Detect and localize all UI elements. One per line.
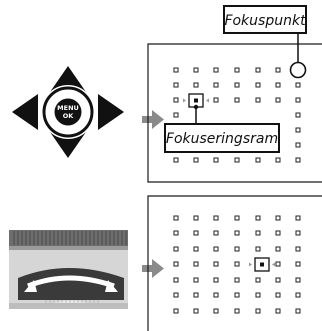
focus-point-dot	[173, 261, 179, 267]
focus-point-dot	[173, 230, 179, 236]
focus-point-dot	[213, 157, 219, 163]
focus-point-dot	[193, 308, 199, 314]
focus-point-dot	[173, 277, 179, 283]
focus-point-dot	[213, 67, 219, 73]
focus-point-dot	[255, 308, 261, 314]
focus-point-dot	[234, 308, 240, 314]
focus-point-dot	[173, 112, 179, 118]
viewfinder-frame-bottom	[147, 195, 322, 331]
focus-point-dot	[295, 82, 301, 88]
focus-frame-point	[194, 98, 198, 103]
focus-point-dot	[295, 112, 301, 118]
focus-point-dot	[275, 215, 281, 221]
focus-point-dot	[213, 82, 219, 88]
focus-frame-callout-box	[164, 123, 280, 153]
frame-move-left-icon	[183, 98, 186, 103]
focus-point-dot	[255, 246, 261, 252]
menu-label: MENU	[57, 104, 79, 112]
focus-point-dot	[295, 277, 301, 283]
focus-point-dot	[213, 277, 219, 283]
focus-point-dot	[213, 230, 219, 236]
focus-point-dot	[295, 261, 301, 267]
focus-point-dot	[255, 82, 261, 88]
focus-point-dot	[193, 261, 199, 267]
focus-point-dot	[275, 82, 281, 88]
focus-point-dot	[295, 246, 301, 252]
focus-point-circle	[289, 61, 307, 79]
focus-point-dot	[173, 97, 179, 103]
focus-point-dot	[255, 277, 261, 283]
focus-point-dot	[255, 67, 261, 73]
focus-point-dot	[295, 142, 301, 148]
focus-point-dot	[275, 157, 281, 163]
focus-point-dot	[234, 97, 240, 103]
focus-point-dot	[193, 230, 199, 236]
frame-move-right-icon	[206, 98, 209, 103]
focus-point-dot	[173, 67, 179, 73]
focus-point-dot	[295, 292, 301, 298]
focus-point-dot	[193, 277, 199, 283]
right-arrow-icon	[142, 110, 164, 129]
frame-move-right-icon	[272, 262, 275, 267]
focus-point-dot	[234, 292, 240, 298]
ok-label: OK	[63, 112, 75, 120]
focus-point-dot	[275, 308, 281, 314]
focus-point-dot	[295, 97, 301, 103]
focus-frame-label: Fokuseringsram	[166, 131, 278, 147]
focus-point-dot	[255, 97, 261, 103]
focus-point-dot	[275, 292, 281, 298]
focus-point-callout-box	[223, 5, 307, 34]
focus-point-dot	[173, 308, 179, 314]
focus-point-dot	[255, 230, 261, 236]
focus-point-grid-bottom	[173, 215, 301, 314]
focus-point-dot	[173, 215, 179, 221]
focus-point-dot	[275, 261, 281, 267]
focus-point-dot	[234, 277, 240, 283]
four-way-selector-icon: MENU OK	[12, 66, 124, 158]
focus-point-dot	[173, 82, 179, 88]
focus-point-dot	[275, 230, 281, 236]
viewfinder-frame-top	[147, 43, 322, 183]
focus-point-dot	[213, 261, 219, 267]
focus-point-dot	[193, 82, 199, 88]
focus-point-label: Fokuspunkt	[224, 13, 306, 29]
focus-point-dot	[234, 230, 240, 236]
focus-point-dot	[213, 308, 219, 314]
focus-point-dot	[213, 292, 219, 298]
focus-point-dot	[275, 97, 281, 103]
focus-point-dot	[173, 292, 179, 298]
focus-point-dot	[295, 230, 301, 236]
right-arrow-icon	[142, 259, 164, 278]
focus-point-dot	[234, 215, 240, 221]
focus-point-dot	[173, 246, 179, 252]
focus-point-dot	[255, 292, 261, 298]
focus-point-dot	[193, 67, 199, 73]
focus-point-dot	[193, 292, 199, 298]
focus-point-dot	[275, 277, 281, 283]
focus-point-dot	[213, 97, 219, 103]
focus-point-dot	[275, 246, 281, 252]
command-dial-icon	[9, 230, 128, 309]
focus-point-dot	[275, 67, 281, 73]
focus-point-dot	[234, 82, 240, 88]
focus-point-dot	[295, 157, 301, 163]
focus-point-dot	[234, 261, 240, 267]
focus-point-dot	[234, 246, 240, 252]
focus-point-dot	[255, 157, 261, 163]
focus-point-dot	[295, 215, 301, 221]
focus-point-dot	[255, 215, 261, 221]
frame-move-left-icon	[249, 262, 252, 267]
focus-point-dot	[193, 215, 199, 221]
focus-point-dot	[193, 157, 199, 163]
focus-point-dot	[295, 308, 301, 314]
focus-point-dot	[213, 215, 219, 221]
focus-point-dot	[173, 157, 179, 163]
focus-point-dot	[234, 157, 240, 163]
focus-point-dot	[193, 246, 199, 252]
focus-point-dot	[213, 246, 219, 252]
focus-point-dot	[295, 127, 301, 133]
focus-point-dot	[234, 67, 240, 73]
